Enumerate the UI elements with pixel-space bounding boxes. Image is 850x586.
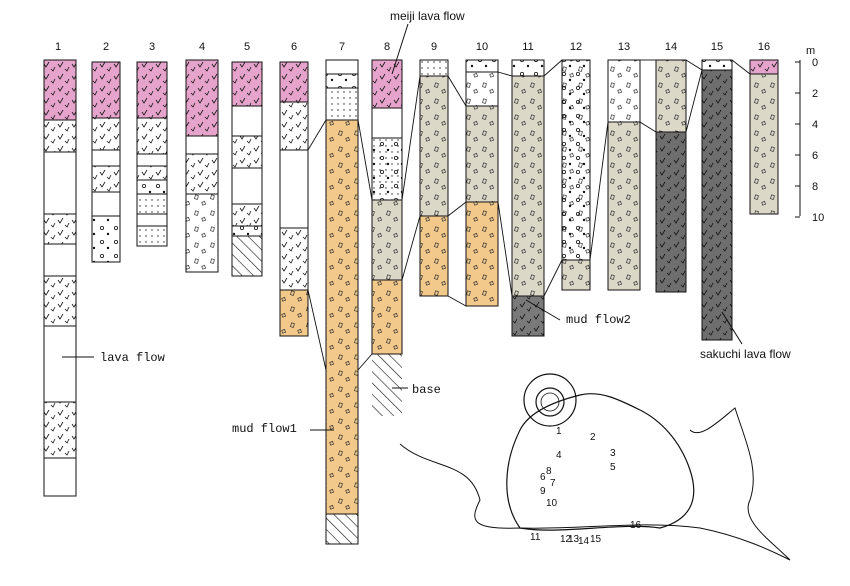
column-number-4: 4 [199,41,205,53]
column-number-9: 9 [431,41,437,53]
column-2 [91,61,121,263]
column-15 [701,59,733,341]
scale-tick-label: 4 [812,119,818,131]
scale-tick-label: 6 [812,150,818,162]
map-point-10: 10 [546,498,558,509]
map-point-14: 14 [578,536,590,547]
scale-tick-label: 0 [812,57,818,69]
column-16 [749,59,779,215]
column-10 [465,59,499,307]
column-number-7: 7 [339,41,345,53]
column-14 [655,59,687,293]
map-point-13: 13 [568,534,580,545]
column-number-16: 16 [758,41,770,53]
map-point-9: 9 [540,486,546,497]
map-point-16: 16 [630,520,642,531]
column-number-6: 6 [291,41,297,53]
correlation-lines [307,59,751,371]
column-3 [136,61,168,247]
column-8 [371,59,403,416]
lava-flow-label: lava flow [100,351,166,365]
map-point-11: 11 [530,532,541,543]
map-point-15: 15 [590,534,602,545]
meiji-lava-flow-label: meiji lava flow [390,9,465,23]
scale-tick-label: 2 [812,88,818,100]
column-7 [325,59,359,545]
column-number-12: 12 [570,41,582,53]
column-number-14: 14 [665,41,677,53]
map-point-4: 4 [556,450,562,461]
map-point-3: 3 [610,448,616,459]
column-number-1: 1 [55,41,61,53]
column-number-5: 5 [244,41,250,53]
map-point-8: 8 [546,466,552,477]
column-5 [231,61,263,277]
depth-scale: 0 2 4 6 8 10 m [795,45,824,224]
map-point-7: 7 [550,478,556,489]
scale-tick-label: 8 [812,181,818,193]
map-point-6: 6 [540,472,546,483]
column-13 [607,59,641,291]
stratigraphic-columns [43,59,779,545]
scale-tick-label: 10 [812,212,824,224]
column-9 [419,59,449,297]
column-4 [185,59,219,273]
scale-unit: m [806,45,815,57]
column-number-10: 10 [476,41,488,53]
base-label: base [412,383,441,397]
column-12 [561,59,591,291]
column-1 [43,59,77,497]
map-point-2: 2 [590,432,596,443]
sakuchi-lava-flow-label: sakuchi lava flow [700,347,791,361]
column-6 [279,61,309,337]
mud-flow-2-label: mud flow2 [566,313,631,327]
map-point-1: 1 [556,426,562,437]
map-point-5: 5 [610,462,616,473]
column-number-11: 11 [522,41,533,53]
column-number-13: 13 [618,41,630,53]
column-number-3: 3 [149,41,155,53]
map-point-12: 12 [560,534,572,545]
mud-flow-1-label: mud flow1 [232,422,297,436]
column-number-8: 8 [384,41,390,53]
column-number-15: 15 [711,41,723,53]
column-11 [511,59,545,337]
column-number-2: 2 [103,41,109,53]
labels: meiji lava flow lava flow mud flow1 base… [62,9,791,436]
